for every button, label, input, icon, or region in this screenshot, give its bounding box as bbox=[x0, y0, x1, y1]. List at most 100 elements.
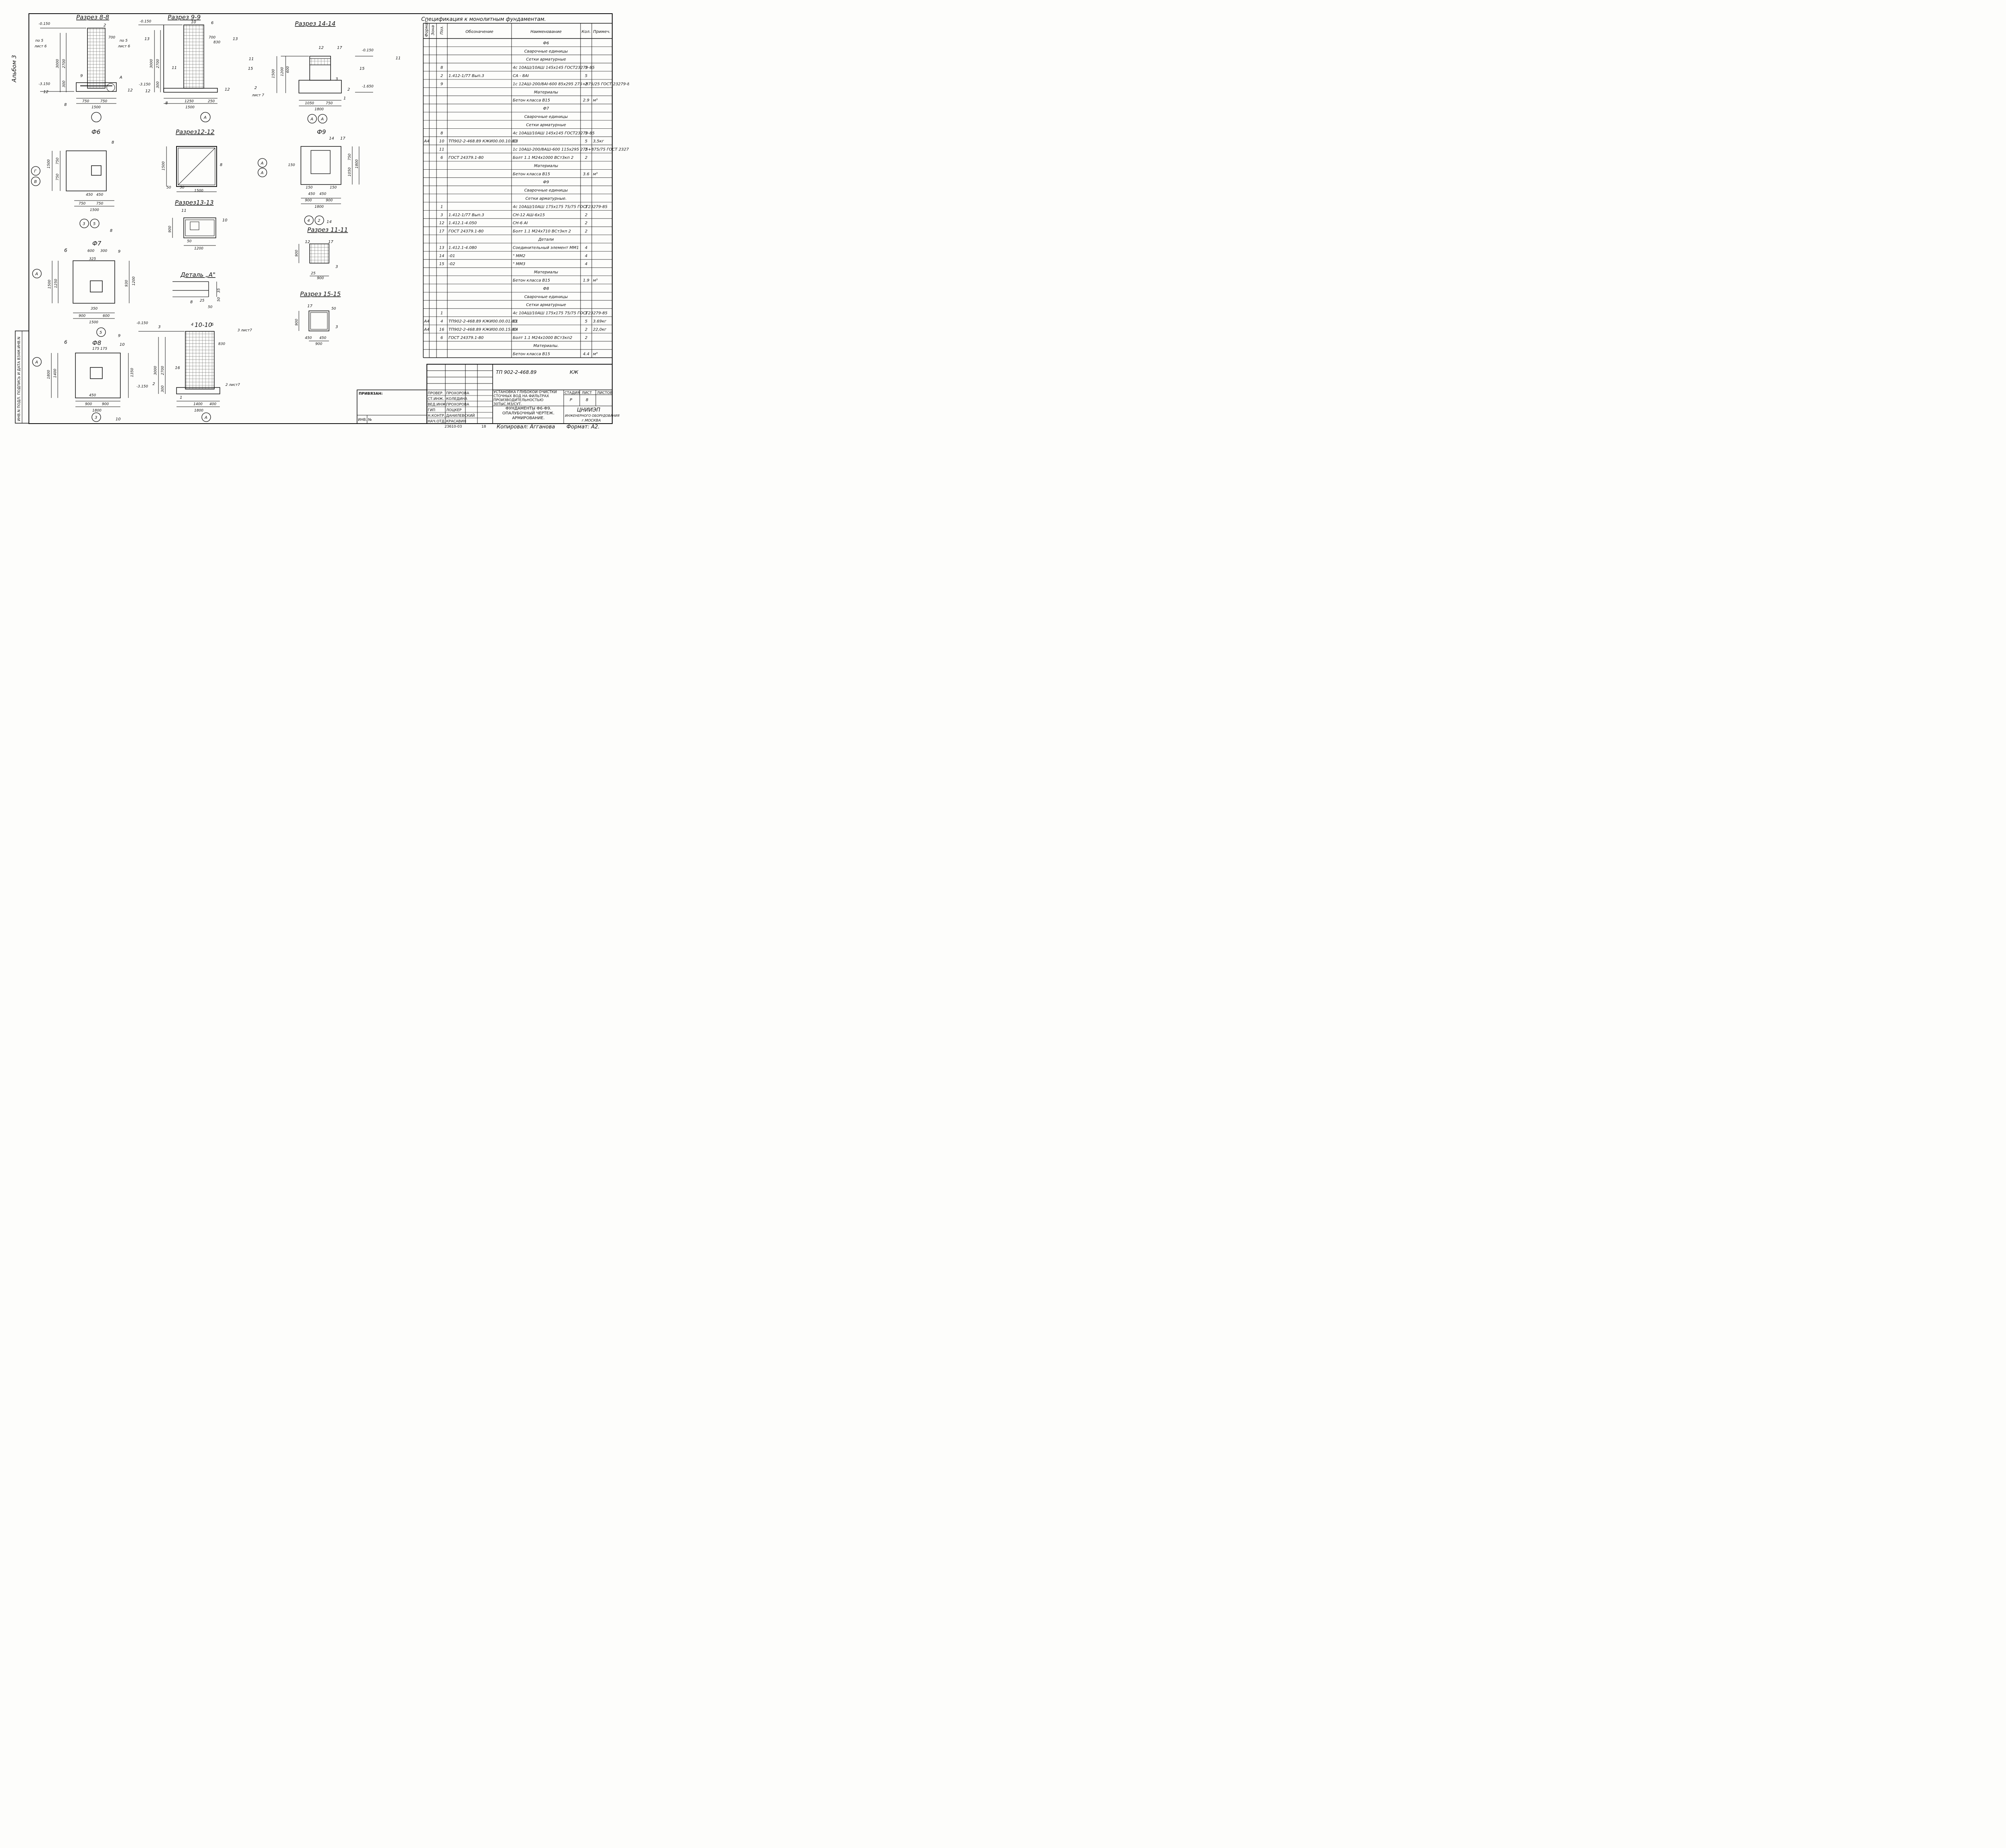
svg-text:10: 10 bbox=[116, 417, 121, 422]
spec-cell-qty: 1 bbox=[585, 205, 587, 209]
spec-cell-name: Материалы. bbox=[533, 344, 558, 348]
svg-text:1250: 1250 bbox=[185, 99, 194, 103]
svg-text:-0.150: -0.150 bbox=[39, 22, 50, 26]
section-14-14: Разрез 14-14 -0.150 -1.650 1500 1200 600… bbox=[248, 20, 401, 124]
svg-text:10: 10 bbox=[222, 218, 227, 223]
svg-text:Разрез 11-11: Разрез 11-11 bbox=[307, 226, 348, 233]
svg-text:1500: 1500 bbox=[272, 69, 276, 78]
spec-cell-pos: 11 bbox=[439, 148, 445, 152]
svg-text:1500: 1500 bbox=[185, 105, 195, 110]
svg-text:450: 450 bbox=[308, 192, 315, 196]
svg-text:2: 2 bbox=[104, 23, 106, 28]
svg-text:17: 17 bbox=[340, 136, 345, 141]
svg-text:3000: 3000 bbox=[150, 59, 154, 68]
svg-text:18: 18 bbox=[481, 425, 486, 429]
svg-text:900: 900 bbox=[295, 319, 299, 326]
spec-cell-qty: 2.9 bbox=[583, 98, 589, 103]
plan-f8: Ф8 1800 1400 1350 900 900 1800 175 175 4… bbox=[32, 339, 134, 422]
svg-text:3: 3 bbox=[83, 222, 85, 226]
svg-text:Разрез 8-8: Разрез 8-8 bbox=[76, 14, 109, 21]
spec-cell-pos: 6 bbox=[441, 336, 443, 340]
person-name: ПРОХОРОВА bbox=[446, 403, 469, 407]
svg-text:9: 9 bbox=[80, 74, 83, 78]
svg-text:1500: 1500 bbox=[91, 105, 101, 110]
svg-text:11: 11 bbox=[249, 57, 254, 61]
spec-cell-pos: 15 bbox=[439, 262, 445, 266]
svg-text:14: 14 bbox=[329, 136, 334, 141]
svg-text:450: 450 bbox=[89, 394, 96, 398]
svg-text:Разрез 9-9: Разрез 9-9 bbox=[168, 14, 201, 21]
svg-text:8: 8 bbox=[586, 398, 588, 402]
svg-text:1: 1 bbox=[343, 96, 346, 101]
svg-text:по 5: по 5 bbox=[35, 39, 43, 43]
svg-text:300: 300 bbox=[62, 81, 66, 87]
svg-text:СТАДИЯ: СТАДИЯ bbox=[564, 391, 580, 395]
svg-text:-0.150: -0.150 bbox=[136, 321, 148, 325]
svg-text:600: 600 bbox=[103, 314, 110, 318]
svg-text:750: 750 bbox=[326, 101, 333, 105]
svg-text:900: 900 bbox=[295, 250, 299, 257]
spec-cell-pos: 8 bbox=[441, 66, 443, 70]
spec-cell-designation: ТП902-2-468.89 КЖИ00.00.01.00 bbox=[449, 319, 517, 324]
person-role: ГИП bbox=[428, 408, 435, 412]
plan-f7: Ф7 1500 1250 930 1200 600 300 325 900 60… bbox=[32, 240, 136, 338]
svg-text:Ф8: Ф8 bbox=[92, 339, 101, 347]
svg-text:10: 10 bbox=[191, 20, 196, 24]
spec-cell-name: Сварочные единицы bbox=[524, 295, 568, 299]
spec-cell-name: Бетон класса В15 bbox=[513, 278, 550, 283]
side-stamp: ИНВ.N ПОДЛ. ПОДПИСЬ И ДАТА ВЗАМ.ИНВ.N bbox=[15, 331, 29, 424]
spec-cell-designation: 1.412.1-4.050 bbox=[449, 221, 477, 225]
spec-cell-name: 4с 10АШ/10АШ 145х145 ГОСТ23279-85 bbox=[513, 66, 595, 70]
svg-text:150: 150 bbox=[330, 186, 337, 190]
spec-cell-name: Ф9 bbox=[543, 180, 549, 185]
svg-text:11: 11 bbox=[181, 209, 187, 213]
svg-text:325: 325 bbox=[89, 257, 96, 261]
spec-cell-qty: 2 bbox=[585, 148, 587, 152]
svg-text:3: 3 bbox=[335, 77, 338, 81]
svg-text:В: В bbox=[34, 180, 37, 184]
spec-header-designation: Обозначение bbox=[465, 29, 493, 34]
svg-text:А: А bbox=[310, 117, 313, 122]
spec-cell-pos: 4 bbox=[441, 319, 443, 324]
svg-text:лист 7: лист 7 bbox=[252, 93, 264, 97]
svg-text:ЛИСТОВ: ЛИСТОВ bbox=[597, 391, 613, 395]
spec-cell-pos: 6 bbox=[441, 156, 443, 160]
svg-text:1800: 1800 bbox=[194, 409, 203, 413]
person-role: СТ.ИНЖ. bbox=[428, 397, 444, 401]
svg-text:900: 900 bbox=[317, 276, 324, 280]
spec-cell-qty: 2 bbox=[585, 336, 587, 340]
spec-cell-name: Соединительный элемент ММ1 bbox=[513, 245, 579, 250]
spec-cell-designation: 1.412-1/77 Вып.3 bbox=[449, 213, 484, 217]
svg-text:25: 25 bbox=[311, 272, 316, 276]
svg-text:12: 12 bbox=[128, 88, 133, 93]
svg-text:8: 8 bbox=[64, 103, 67, 107]
spec-cell-designation: ТП902-2-468.89 КЖИ00.00.10.00 bbox=[449, 139, 517, 144]
spec-cell-qty: 5 bbox=[585, 319, 587, 324]
svg-text:6: 6 bbox=[211, 21, 213, 25]
svg-text:6: 6 bbox=[211, 323, 213, 327]
title-block: ПРИВЯЗАН: ИНВ. № ТП 902-2-468.89 КЖ ПРОВ… bbox=[357, 364, 619, 430]
svg-text:50: 50 bbox=[217, 297, 221, 302]
svg-text:8: 8 bbox=[165, 101, 168, 105]
svg-text:17: 17 bbox=[337, 46, 342, 50]
spec-cell-pos: 13 bbox=[439, 245, 445, 250]
svg-text:1: 1 bbox=[180, 396, 182, 400]
svg-text:900: 900 bbox=[168, 226, 172, 233]
spec-cell-name: Детали bbox=[538, 237, 554, 242]
svg-text:750: 750 bbox=[79, 202, 85, 206]
svg-text:17: 17 bbox=[307, 304, 313, 308]
spec-cell-name: 4с 10АШ/10АШ 175х175 75/75 ГОСТ23279-85 bbox=[513, 311, 607, 316]
svg-text:750: 750 bbox=[82, 99, 89, 103]
svg-text:1350: 1350 bbox=[130, 368, 134, 377]
svg-text:2 лист7: 2 лист7 bbox=[225, 383, 240, 387]
spec-cell-pos: 12 bbox=[439, 221, 445, 225]
svg-text:2700: 2700 bbox=[161, 366, 165, 375]
spec-cell-pos: 8 bbox=[441, 131, 443, 136]
spec-cell-note: 3.69кг bbox=[593, 319, 607, 324]
svg-text:3 лист7: 3 лист7 bbox=[238, 329, 252, 333]
svg-text:5: 5 bbox=[93, 222, 95, 226]
svg-text:5: 5 bbox=[99, 331, 102, 335]
section-11-11: Разрез 11-11 900 900 25 12 17 3 bbox=[295, 226, 348, 280]
spec-cell-qty: 1.9 bbox=[583, 278, 589, 283]
plan-f6: Ф6 1500 750 750 750 750 1500 450 450 8 8… bbox=[31, 128, 114, 233]
